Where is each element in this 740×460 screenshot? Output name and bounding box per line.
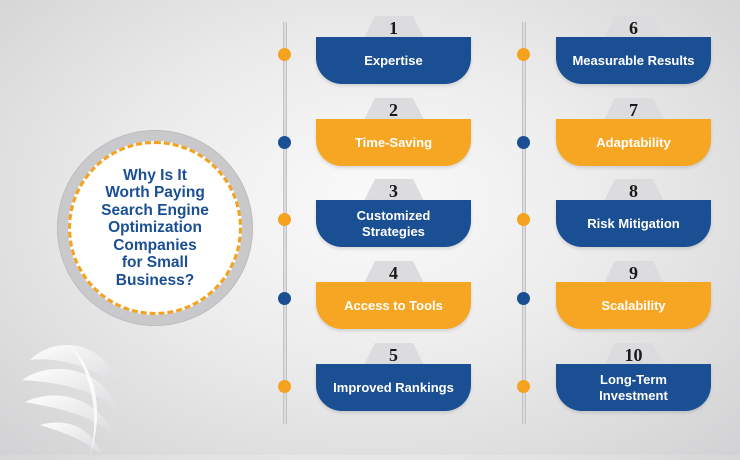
item-number: 9: [629, 263, 638, 283]
item-label-box: Scalability: [556, 282, 711, 329]
item-number: 10: [624, 345, 643, 365]
item-label-box: Measurable Results: [556, 37, 711, 84]
item-label: Improved Rankings: [333, 379, 454, 395]
timeline-dot: [278, 380, 291, 393]
timeline-dot: [278, 48, 291, 61]
item-label-box: Long-Term Investment: [556, 364, 711, 411]
item-label-box: Time-Saving: [316, 119, 471, 166]
benefit-item-4: 4 Access to Tools: [316, 261, 471, 329]
number-tab: 7: [602, 98, 665, 122]
item-label-box: Access to Tools: [316, 282, 471, 329]
timeline-dot: [278, 136, 291, 149]
timeline-dot: [517, 136, 530, 149]
benefit-item-3: 3 Customized Strategies: [316, 179, 471, 247]
benefit-item-6: 6 Measurable Results: [556, 16, 711, 84]
item-number: 2: [389, 100, 398, 120]
item-number: 1: [389, 18, 398, 38]
benefit-item-10: 10 Long-Term Investment: [556, 343, 711, 411]
timeline-dot: [517, 213, 530, 226]
item-label: Measurable Results: [572, 52, 695, 68]
benefit-item-7: 7 Adaptability: [556, 98, 711, 166]
benefit-item-2: 2 Time-Saving: [316, 98, 471, 166]
number-tab: 5: [362, 343, 425, 367]
number-tab: 2: [362, 98, 425, 122]
number-tab: 3: [362, 179, 425, 203]
timeline-dot: [517, 48, 530, 61]
item-number: 5: [389, 345, 398, 365]
number-tab: 9: [602, 261, 665, 285]
item-number: 3: [389, 181, 398, 201]
benefit-item-8: 8 Risk Mitigation: [556, 179, 711, 247]
item-number: 7: [629, 100, 638, 120]
number-tab: 8: [602, 179, 665, 203]
benefit-item-1: 1 Expertise: [316, 16, 471, 84]
item-number: 4: [389, 263, 398, 283]
timeline-dot: [517, 380, 530, 393]
item-number: 8: [629, 181, 638, 201]
center-circle: Why Is It Worth Paying Search Engine Opt…: [57, 130, 253, 326]
item-label-box: Improved Rankings: [316, 364, 471, 411]
item-label: Scalability: [601, 297, 666, 313]
timeline-dot: [278, 213, 291, 226]
timeline-dot: [517, 292, 530, 305]
item-label-box: Risk Mitigation: [556, 200, 711, 247]
item-label: Risk Mitigation: [587, 215, 680, 231]
number-tab: 6: [602, 16, 665, 40]
benefit-item-5: 5 Improved Rankings: [316, 343, 471, 411]
globe-watermark-icon: [22, 345, 120, 455]
item-label-box: Expertise: [316, 37, 471, 84]
number-tab: 4: [362, 261, 425, 285]
item-label-box: Customized Strategies: [316, 200, 471, 247]
item-label: Time-Saving: [354, 134, 433, 150]
item-label: Long-Term Investment: [599, 371, 668, 403]
item-label: Adaptability: [596, 134, 671, 150]
center-title: Why Is It Worth Paying Search Engine Opt…: [101, 166, 209, 289]
item-number: 6: [629, 18, 638, 38]
center-circle-dashed-ring: Why Is It Worth Paying Search Engine Opt…: [68, 141, 242, 315]
item-label: Expertise: [364, 52, 423, 68]
item-label: Access to Tools: [344, 297, 443, 313]
benefit-item-9: 9 Scalability: [556, 261, 711, 329]
number-tab: 1: [362, 16, 425, 40]
timeline-dot: [278, 292, 291, 305]
item-label-box: Adaptability: [556, 119, 711, 166]
number-tab: 10: [602, 343, 665, 367]
item-label: Customized Strategies: [356, 207, 431, 239]
